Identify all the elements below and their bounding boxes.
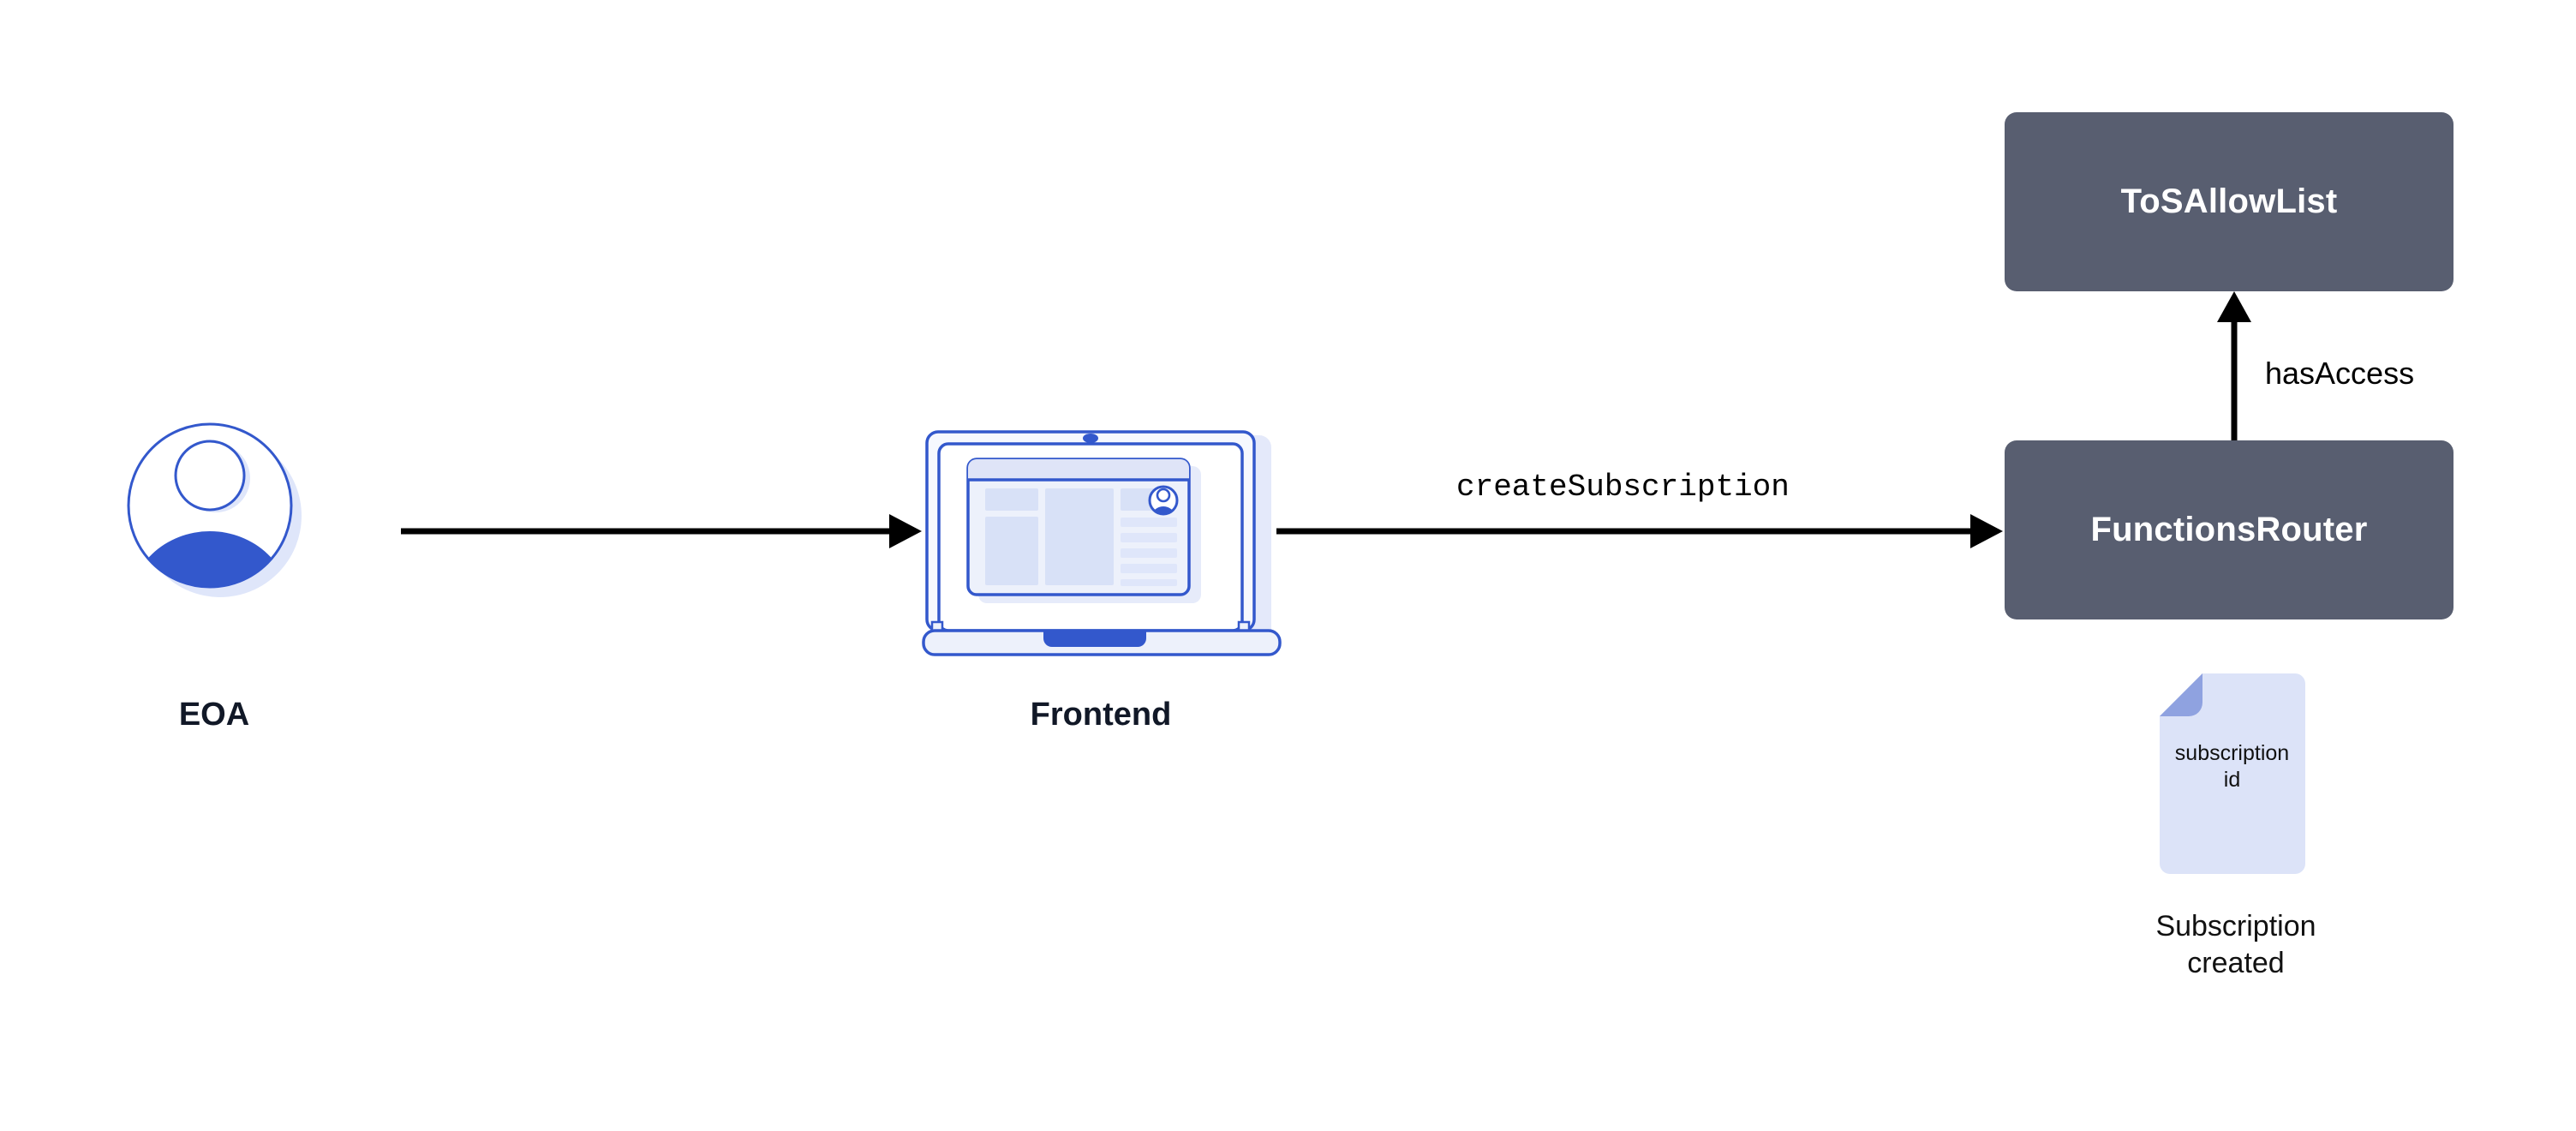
node-tos-allow-list[interactable]: ToSAllowList [2005, 112, 2453, 291]
screen-avatar-icon [1148, 485, 1179, 516]
document-line-2: id [2223, 768, 2241, 793]
node-tos-allow-list-label: ToSAllowList [2120, 183, 2338, 220]
document-icon [2160, 673, 2305, 874]
subscription-caption-line-1: Subscription [2155, 910, 2316, 942]
subscription-caption-line-2: created [2187, 946, 2285, 979]
frontend-node-label: Frontend [1030, 697, 1172, 733]
eoa-node[interactable] [120, 416, 308, 604]
node-functions-router[interactable]: FunctionsRouter [2005, 440, 2453, 619]
arrow-router-to-tos [2217, 291, 2251, 444]
eoa-node-label: EOA [178, 697, 250, 733]
user-avatar-icon [127, 422, 302, 597]
frontend-node[interactable] [917, 427, 1287, 660]
document-icon-text: subscription id [2153, 740, 2311, 794]
subscription-created-caption: Subscription created [2073, 908, 2399, 982]
arrow-eoa-to-frontend [401, 514, 922, 548]
node-functions-router-label: FunctionsRouter [2090, 511, 2368, 548]
edge-label-create-subscription: createSubscription [1456, 470, 1790, 505]
edge-label-has-access: hasAccess [2265, 356, 2415, 391]
document-line-1: subscription [2174, 741, 2290, 765]
arrow-frontend-to-router [1276, 514, 2003, 548]
subscription-document-node[interactable]: subscription id [2153, 673, 2311, 879]
laptop-icon [922, 430, 1282, 656]
